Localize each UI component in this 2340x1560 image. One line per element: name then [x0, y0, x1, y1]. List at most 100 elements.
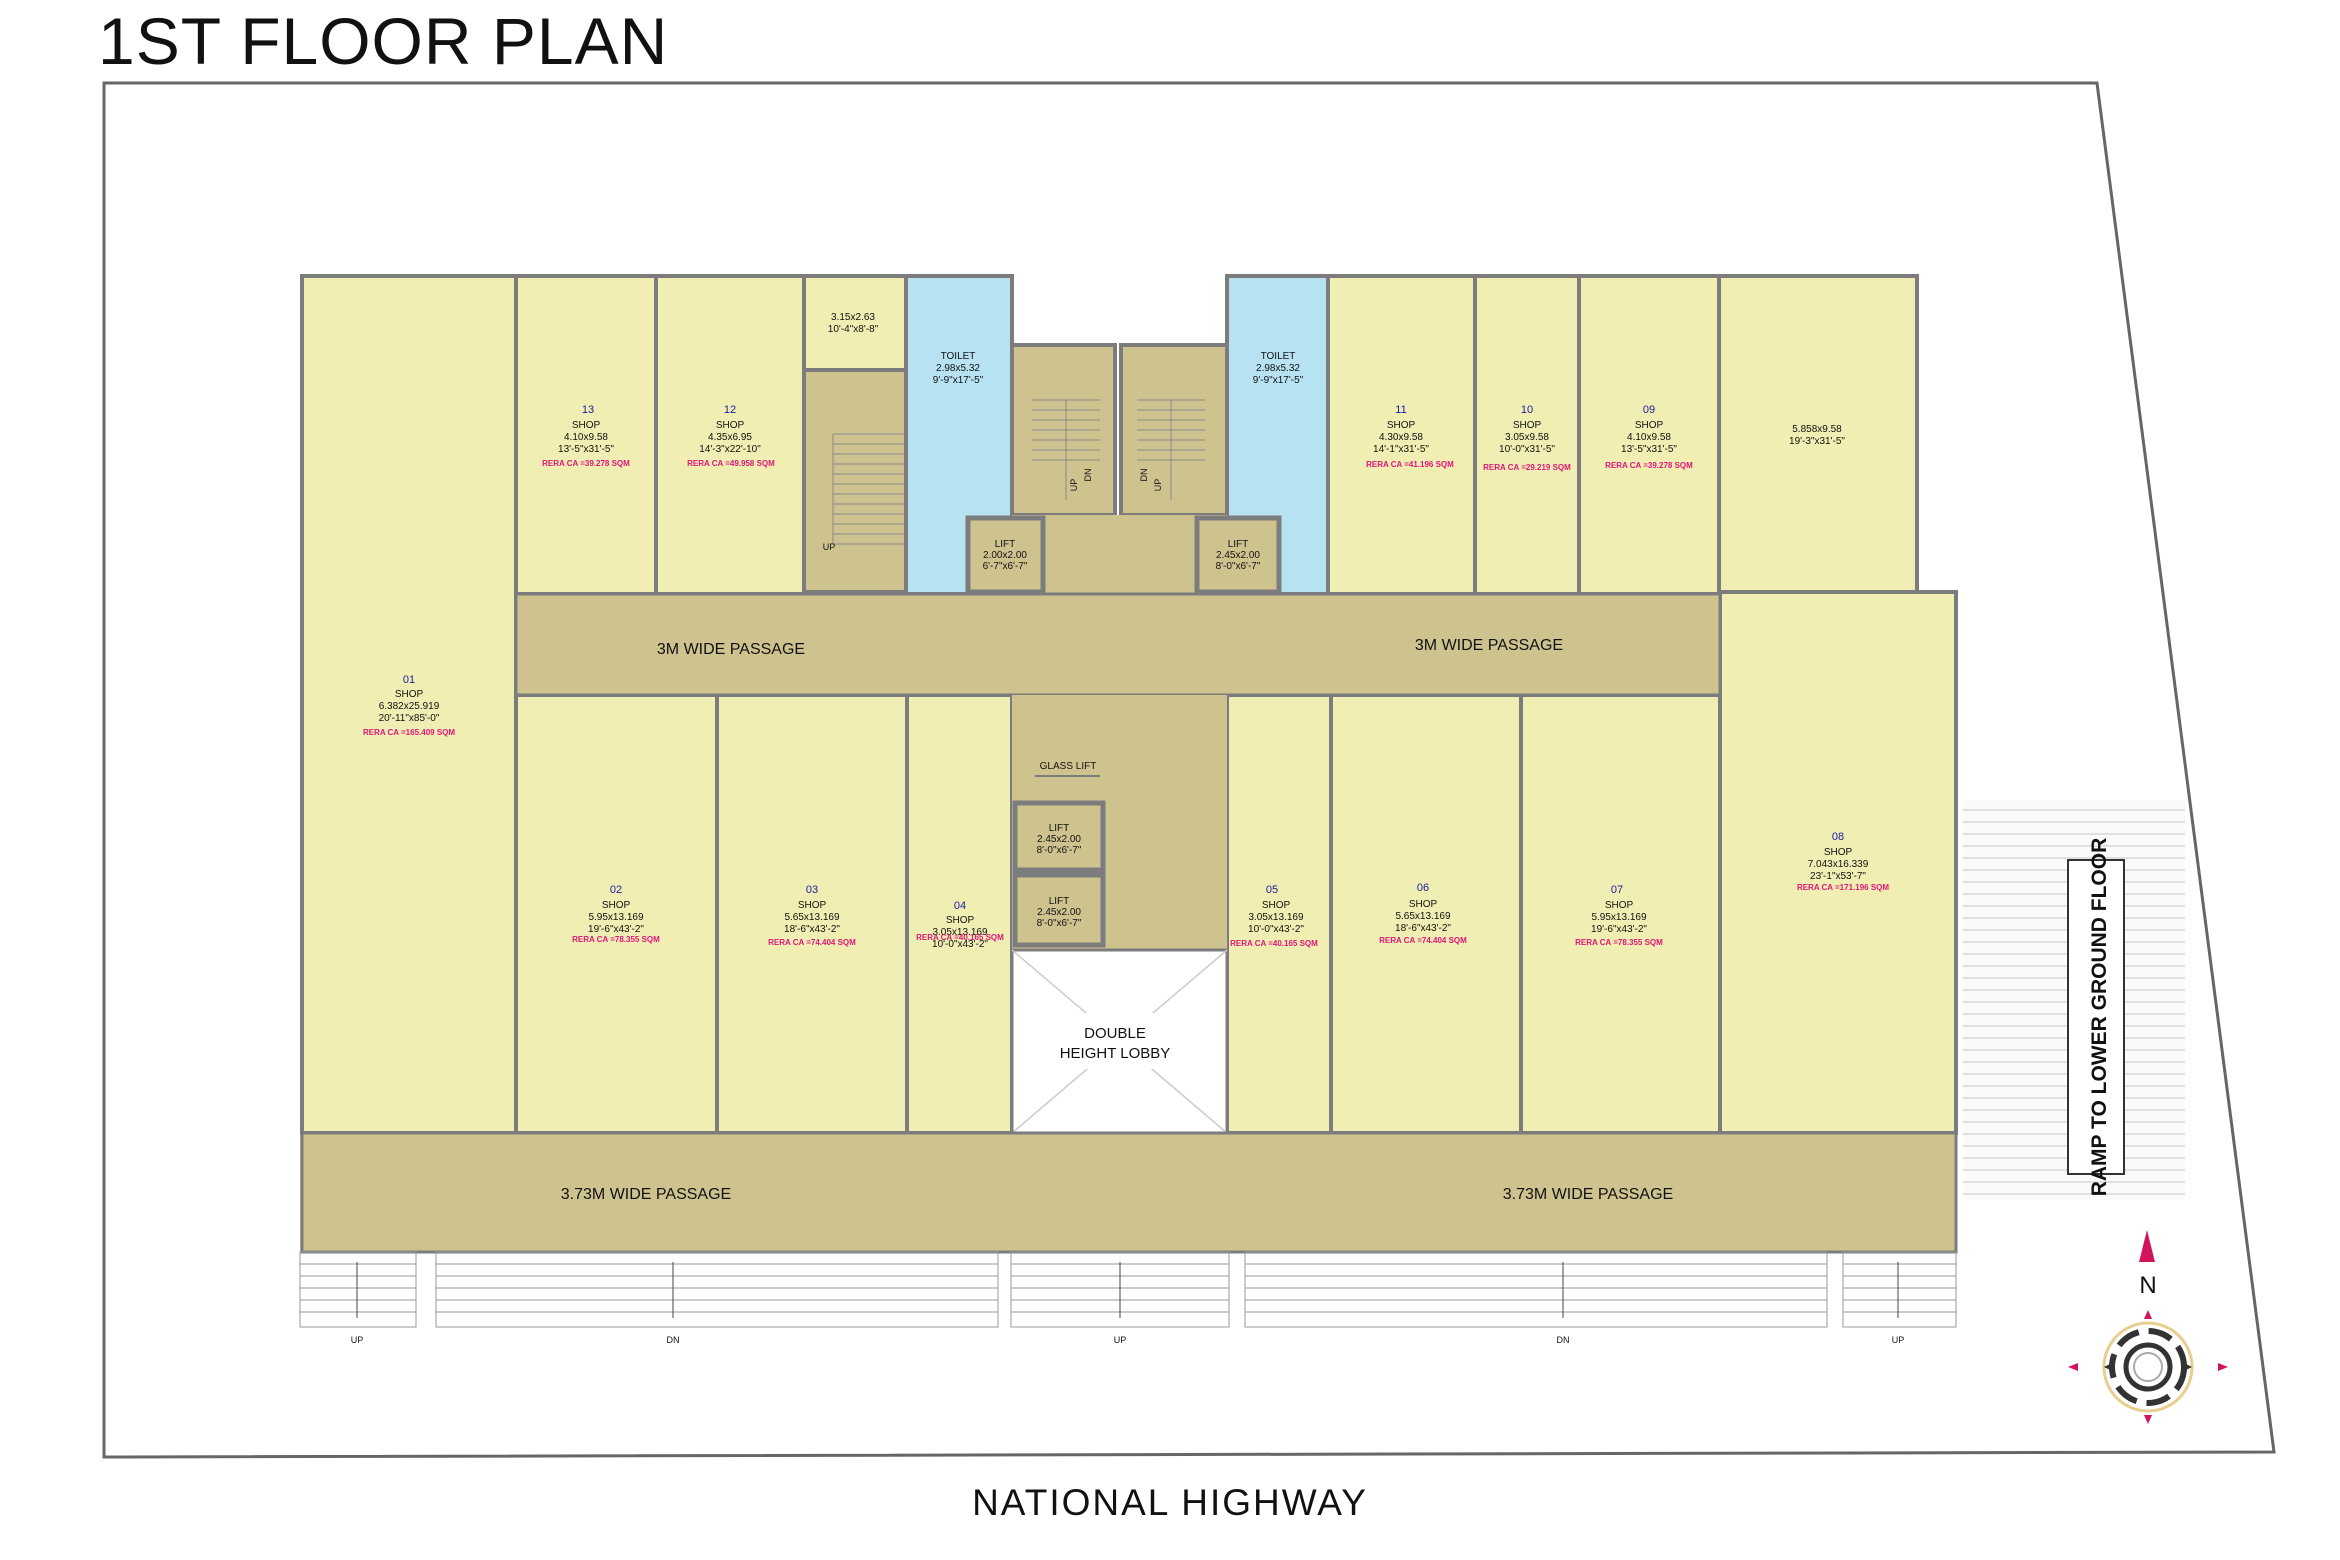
svg-text:2.98x5.32: 2.98x5.32: [1256, 363, 1300, 374]
shop-12-labels: 12 SHOP 4.35x6.95 14'-3"x22'-10" RERA CA…: [687, 404, 775, 468]
svg-text:RERA CA =171.196 SQM: RERA CA =171.196 SQM: [1797, 883, 1889, 892]
lift-left[interactable]: [965, 515, 1046, 595]
passage-label-lower-left: 3.73M WIDE PASSAGE: [561, 1186, 731, 1203]
svg-text:LIFT: LIFT: [1049, 823, 1070, 834]
svg-text:18'-6"x43'-2": 18'-6"x43'-2": [1395, 923, 1451, 934]
front-steps: [299, 1251, 1957, 1328]
lift-c2-labels: LIFT 2.45x2.00 8'-0"x6'-7": [1037, 896, 1082, 929]
svg-text:RERA CA =165.409 SQM: RERA CA =165.409 SQM: [363, 728, 455, 737]
lift-c2[interactable]: [1012, 872, 1106, 948]
stair-center: UP DN DN UP: [1010, 343, 1229, 592]
shop-10-labels: 10 SHOP 3.05x9.58 10'-0"x31'-5" RERA CA …: [1483, 404, 1571, 472]
svg-text:10'-0"x43'-2": 10'-0"x43'-2": [1248, 924, 1304, 935]
shop-03-labels: 03 SHOP 5.65x13.169 18'-6"x43'-2" RERA C…: [768, 884, 856, 947]
svg-text:4.10x9.58: 4.10x9.58: [564, 432, 608, 443]
svg-text:06: 06: [1417, 882, 1429, 894]
svg-text:RERA CA =78.355 SQM: RERA CA =78.355 SQM: [1575, 938, 1663, 947]
central-core: [1010, 695, 1229, 1135]
compass-icon: N: [2068, 1230, 2228, 1424]
shop-09[interactable]: [1577, 274, 1721, 596]
lift-right-labels: LIFT 2.45x2.00 8'-0"x6'-7": [1216, 539, 1261, 572]
svg-text:SHOP: SHOP: [716, 420, 745, 431]
shop-10[interactable]: [1473, 274, 1581, 596]
svg-text:SHOP: SHOP: [395, 689, 424, 700]
svg-text:11: 11: [1395, 404, 1406, 416]
svg-text:13'-5"x31'-5": 13'-5"x31'-5": [558, 444, 614, 455]
stair-left: UP: [802, 368, 908, 594]
shop-07-labels: 07 SHOP 5.95x13.169 19'-6"x43'-2" RERA C…: [1575, 884, 1663, 947]
step-label-2: DN: [667, 1335, 680, 1345]
svg-text:07: 07: [1611, 884, 1623, 896]
shop-06-labels: 06 SHOP 5.65x13.169 18'-6"x43'-2" RERA C…: [1379, 882, 1467, 945]
svg-text:8'-0"x6'-7": 8'-0"x6'-7": [1216, 561, 1261, 572]
room-ne-labels: 5.858x9.58 19'-3"x31'-5": [1789, 424, 1845, 447]
ramp-label: RAMP TO LOWER GROUND FLOOR: [2088, 838, 2111, 1197]
north-label: N: [2139, 1272, 2156, 1299]
shop-01-labels: 01 SHOP 6.382x25.919 20'-11"x85'-0" RERA…: [363, 674, 455, 737]
shop-05-labels: 05 SHOP 3.05x13.169 10'-0"x43'-2" RERA C…: [1230, 884, 1318, 948]
svg-text:HEIGHT LOBBY: HEIGHT LOBBY: [1060, 1045, 1171, 1062]
svg-text:3.15x2.63: 3.15x2.63: [831, 312, 875, 323]
svg-text:SHOP: SHOP: [1635, 420, 1664, 431]
passage-label-upper-left: 3M WIDE PASSAGE: [657, 641, 805, 658]
room-nw[interactable]: [802, 274, 908, 372]
svg-text:RERA CA =78.355 SQM: RERA CA =78.355 SQM: [572, 935, 660, 944]
svg-text:14'-3"x22'-10": 14'-3"x22'-10": [699, 444, 761, 455]
svg-text:6'-7"x6'-7": 6'-7"x6'-7": [983, 561, 1028, 572]
ramp: RAMP TO LOWER GROUND FLOOR: [1963, 800, 2185, 1200]
svg-text:10'-0"x43'-2": 10'-0"x43'-2": [932, 939, 988, 950]
shop-04[interactable]: [905, 693, 1014, 1135]
step-label-5: UP: [1892, 1335, 1905, 1345]
stair-c1-dn: DN: [1083, 469, 1093, 482]
passage-lower: [300, 1131, 1958, 1254]
svg-text:2.45x2.00: 2.45x2.00: [1216, 550, 1260, 561]
shop-03[interactable]: [715, 693, 909, 1135]
svg-text:4.35x6.95: 4.35x6.95: [708, 432, 752, 443]
svg-text:2.45x2.00: 2.45x2.00: [1037, 834, 1081, 845]
step-label-3: UP: [1114, 1335, 1127, 1345]
svg-text:6.382x25.919: 6.382x25.919: [379, 701, 440, 712]
step-label-1: UP: [351, 1335, 364, 1345]
stair-c1-up: UP: [1069, 479, 1079, 492]
svg-text:14'-1"x31'-5": 14'-1"x31'-5": [1373, 444, 1429, 455]
svg-text:TOILET: TOILET: [941, 351, 976, 362]
glass-lift-label: GLASS LIFT: [1040, 761, 1097, 772]
svg-text:12: 12: [724, 404, 736, 416]
shop-13-labels: 13 SHOP 4.10x9.58 13'-5"x31'-5" RERA CA …: [542, 404, 630, 468]
svg-text:5.95x13.169: 5.95x13.169: [588, 912, 643, 923]
svg-text:08: 08: [1832, 831, 1844, 843]
svg-text:RERA CA =39.278 SQM: RERA CA =39.278 SQM: [1605, 461, 1693, 470]
svg-text:RERA CA =39.278 SQM: RERA CA =39.278 SQM: [542, 459, 630, 468]
shop-08-labels: 08 SHOP 7.043x16.339 23'-1"x53'-7" RERA …: [1797, 831, 1889, 892]
passage-label-lower-right: 3.73M WIDE PASSAGE: [1503, 1186, 1673, 1203]
svg-text:5.65x13.169: 5.65x13.169: [784, 912, 839, 923]
passage-label-upper-right: 3M WIDE PASSAGE: [1415, 637, 1563, 654]
room-nw-labels: 3.15x2.63 10'-4"x8'-8": [828, 312, 879, 335]
shop-04-labels: 04 SHOP 3.05x13.169 10'-0"x43'-2" RERA C…: [916, 900, 1004, 950]
lift-right[interactable]: [1194, 515, 1282, 595]
svg-text:01: 01: [403, 674, 415, 686]
svg-text:04: 04: [954, 900, 966, 912]
shop-06[interactable]: [1329, 693, 1523, 1135]
shop-07[interactable]: [1519, 693, 1722, 1135]
svg-text:9'-9"x17'-5": 9'-9"x17'-5": [933, 375, 984, 386]
svg-text:23'-1"x53'-7": 23'-1"x53'-7": [1810, 871, 1866, 882]
svg-text:TOILET: TOILET: [1261, 351, 1296, 362]
svg-text:2.45x2.00: 2.45x2.00: [1037, 907, 1081, 918]
svg-text:18'-6"x43'-2": 18'-6"x43'-2": [784, 924, 840, 935]
svg-text:10'-4"x8'-8": 10'-4"x8'-8": [828, 324, 879, 335]
toilet-left-labels: TOILET 2.98x5.32 9'-9"x17'-5": [933, 351, 984, 386]
stair-left-up: UP: [823, 542, 836, 552]
lift-c1[interactable]: [1012, 800, 1106, 873]
svg-text:SHOP: SHOP: [1262, 900, 1291, 911]
svg-text:RERA CA =74.404 SQM: RERA CA =74.404 SQM: [768, 938, 856, 947]
shop-13[interactable]: [514, 274, 658, 596]
toilet-right-labels: TOILET 2.98x5.32 9'-9"x17'-5": [1253, 351, 1304, 386]
svg-text:SHOP: SHOP: [1605, 900, 1634, 911]
shop-01[interactable]: [300, 274, 518, 1135]
svg-text:SHOP: SHOP: [1824, 847, 1853, 858]
svg-text:SHOP: SHOP: [946, 915, 975, 926]
svg-text:RERA CA =49.958 SQM: RERA CA =49.958 SQM: [687, 459, 775, 468]
shop-09-labels: 09 SHOP 4.10x9.58 13'-5"x31'-5" RERA CA …: [1605, 404, 1693, 470]
svg-text:20'-11"x85'-0": 20'-11"x85'-0": [379, 713, 440, 724]
